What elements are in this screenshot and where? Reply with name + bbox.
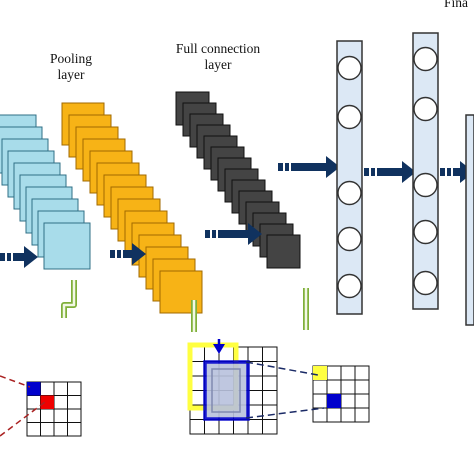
yellow-cell (313, 366, 327, 380)
pooling-layer-label: Pooling layer (36, 51, 106, 83)
arrow-pool-fc-gap (210, 230, 212, 238)
red-cell (40, 395, 54, 409)
neuron-node (413, 270, 438, 296)
arrow-col1-col2-head (402, 161, 416, 183)
neuron-node (337, 55, 362, 81)
neuron-node (413, 96, 438, 122)
neuron-node (337, 226, 362, 252)
dashed-line-navy-upper (245, 361, 319, 376)
arrow-pool-fc-shaft (205, 230, 250, 238)
pooling-layer-label-line2: layer (57, 67, 85, 82)
full-connection-label-line2: layer (204, 57, 232, 72)
pooling-layer-label-line1: Pooling (49, 51, 92, 66)
arrow-fc-col1-gap (283, 163, 285, 171)
column-body (336, 40, 363, 315)
column-body (412, 32, 439, 310)
pooling-window-grid-detail (187, 339, 278, 435)
blue-cell (27, 382, 41, 396)
arrow-conv-pool-head (132, 243, 146, 265)
arrow-col1-col2-shaft (364, 168, 404, 176)
arrow-fc-col1-gap (289, 163, 291, 171)
final-layer-label-partial: Fina (444, 0, 469, 10)
neuron-column-1 (336, 40, 363, 315)
blue-cell (327, 394, 341, 408)
arrow-col1-col2-gap (375, 168, 377, 176)
down-arrow-head (213, 344, 225, 354)
arrow-col2-col3-gap (445, 168, 447, 176)
arrow-fc-col1-head (326, 156, 340, 178)
connector-conv (61, 280, 77, 318)
arrow-pool-fc-gap (216, 230, 218, 238)
arrow-input-conv-gap (11, 253, 13, 261)
neuron-column-3-edge (465, 114, 474, 326)
arrow-col1-col2-gap (369, 168, 371, 176)
blue-window-inner (211, 368, 241, 413)
connector-conv-inner (62, 280, 76, 318)
arrow-fc-col1-shaft (278, 163, 328, 171)
pooling-feature-map-stack (61, 102, 203, 314)
neuron-node (413, 172, 438, 198)
dashed-line-red-upper (0, 375, 31, 388)
neuron-node (337, 104, 362, 130)
dashed-line-navy-lower (245, 407, 325, 419)
arrow-input-conv-gap (5, 253, 7, 261)
convolution-feature-map-stack (0, 114, 91, 270)
conv-feature-map (43, 222, 91, 270)
arrow-input-conv-head (24, 246, 38, 268)
neuron-column-2 (412, 32, 439, 310)
flow-arrows (0, 156, 474, 268)
neuron-node (337, 180, 362, 206)
full-connection-feature-map-stack (175, 91, 301, 269)
arrow-conv-pool-gap (115, 250, 117, 258)
neuron-node (413, 46, 438, 72)
pooled-output-grid-detail (312, 365, 370, 423)
fc-feature-map (266, 234, 301, 269)
full-connection-label-line1: Full connection (175, 41, 261, 56)
arrow-col2-col3-gap (451, 168, 453, 176)
dashed-connection-lines (0, 361, 325, 437)
arrow-pool-fc-head (248, 223, 262, 245)
conv-kernel-grid-detail (26, 381, 82, 437)
green-connectors (61, 280, 309, 332)
neuron-node (337, 273, 362, 299)
arrow-conv-pool-gap (121, 250, 123, 258)
neuron-node (413, 219, 438, 245)
full-connection-layer-label: Full connection layer (160, 41, 276, 73)
